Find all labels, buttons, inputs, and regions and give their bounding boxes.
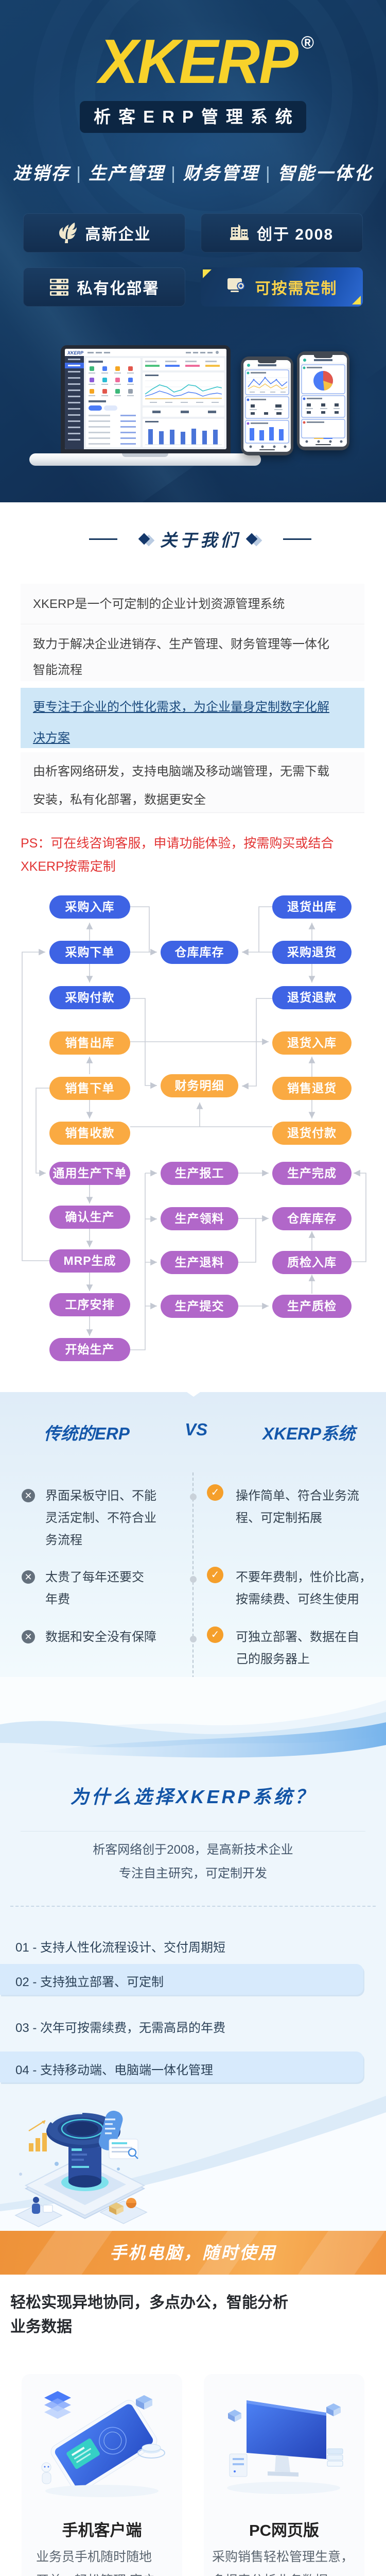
svg-text:XKERP: XKERP	[67, 350, 84, 355]
